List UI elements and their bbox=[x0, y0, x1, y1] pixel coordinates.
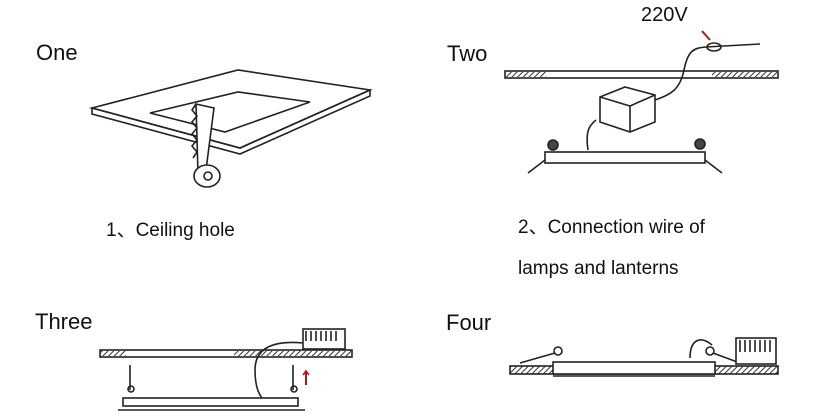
step-four-drawing bbox=[509, 337, 779, 377]
step-three-drawing bbox=[99, 328, 353, 411]
step-two-caption-line1: 2、Connection wire of bbox=[518, 217, 705, 238]
step-one-title: One bbox=[36, 40, 78, 65]
step-three-title: Three bbox=[35, 309, 93, 334]
voltage-label: 220V bbox=[641, 4, 688, 26]
step-one-drawing bbox=[88, 69, 373, 188]
step-two-drawing bbox=[504, 30, 779, 174]
step-one-caption: 1、Ceiling hole bbox=[106, 220, 235, 241]
step-two-title: Two bbox=[447, 41, 488, 66]
step-four-title: Four bbox=[446, 310, 492, 335]
step-two-caption-line2: lamps and lanterns bbox=[518, 258, 679, 279]
